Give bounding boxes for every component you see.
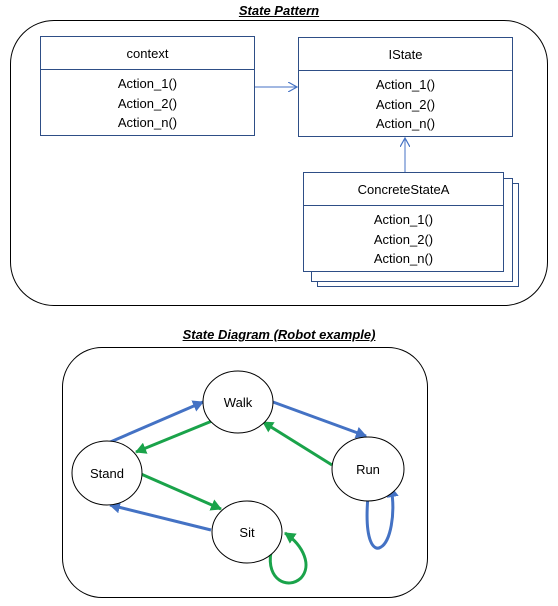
context-class-name: context (41, 37, 254, 70)
concrete-methods: Action_1() Action_2() Action_n() (304, 206, 503, 269)
istate-method-2: Action_2() (375, 96, 436, 112)
context-method-1: Action_1() (117, 76, 178, 91)
walk-to-stand-arrow (135, 419, 213, 454)
istate-name: IState (299, 38, 512, 71)
state-run: Run (331, 436, 405, 502)
istate-method-3: Action_n() (375, 116, 436, 131)
sit-to-stand-arrow (109, 501, 212, 532)
state-walk: Walk (202, 370, 274, 434)
walk-to-run-arrow (272, 400, 367, 439)
concrete-method-2: Action_2() (373, 231, 434, 247)
concrete-method-1: Action_1() (373, 212, 434, 227)
istate-methods: Action_1() Action_2() Action_n() (299, 71, 512, 134)
context-method-3: Action_n() (117, 115, 178, 130)
state-stand: Stand (71, 440, 143, 506)
state-sit-label: Sit (239, 525, 255, 540)
istate-method-1: Action_1() (375, 77, 436, 92)
state-diagram-title: State Diagram (Robot example) (182, 327, 376, 342)
istate-interface-box: IState Action_1() Action_2() Action_n() (298, 37, 513, 137)
state-sit: Sit (211, 500, 283, 564)
run-to-walk-arrow (262, 420, 333, 467)
concrete-method-3: Action_n() (373, 251, 434, 266)
state-walk-label: Walk (224, 395, 253, 410)
stand-to-sit-arrow (140, 472, 222, 511)
run-self-loop-arrow (365, 486, 399, 550)
state-stand-label: Stand (90, 466, 124, 481)
context-method-2: Action_2() (117, 95, 178, 111)
concrete-state-name: ConcreteStateA (304, 173, 503, 206)
state-run-label: Run (356, 462, 380, 477)
stand-to-walk-arrow (107, 400, 204, 445)
state-pattern-title: State Pattern (238, 3, 320, 18)
context-methods: Action_1() Action_2() Action_n() (41, 70, 254, 133)
sit-self-loop-arrow (268, 531, 308, 585)
concrete-state-box: ConcreteStateA Action_1() Action_2() Act… (303, 172, 504, 272)
context-class-box: context Action_1() Action_2() Action_n() (40, 36, 255, 136)
